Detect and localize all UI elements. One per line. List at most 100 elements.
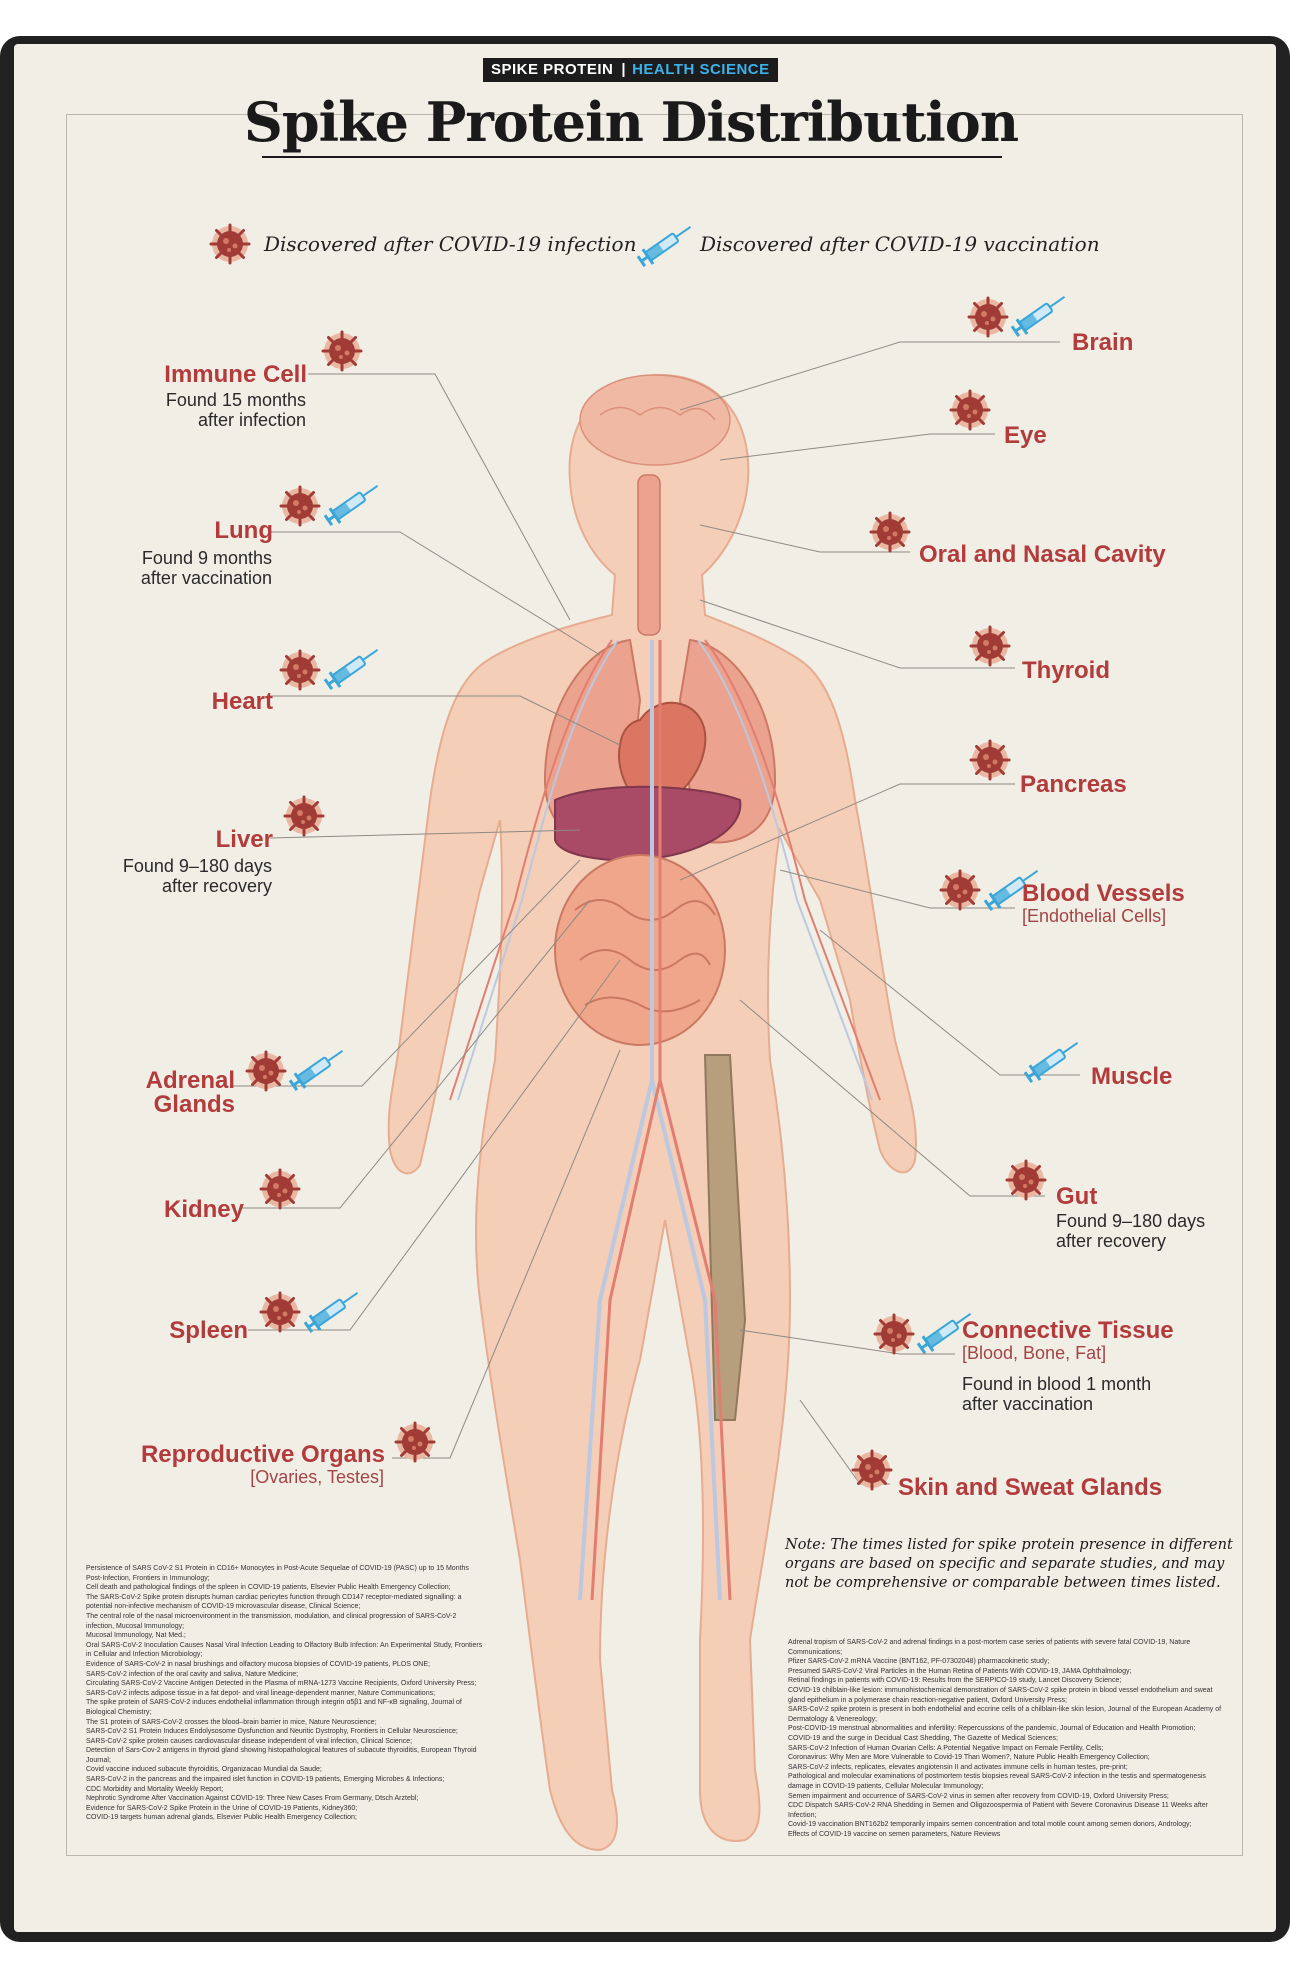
reference-item: Semen impairment and occurrence of SARS-… — [788, 1792, 1169, 1800]
reference-item: Cell death and pathological findings of … — [86, 1584, 451, 1592]
sub-blood-vessels: [Endothelial Cells] — [1022, 906, 1167, 926]
reference-item: Retinal findings in patients with COVID-… — [788, 1677, 1122, 1685]
reference-item: Persistence of SARS CoV-2 S1 Protein in … — [86, 1565, 469, 1582]
reference-item: Post-COVID-19 menstrual abnormalities an… — [788, 1725, 1196, 1733]
kidney-virus-icon — [259, 1168, 301, 1210]
label-skin-sweat-glands: Skin and Sweat Glands — [898, 1474, 1163, 1501]
note-gut-1: Found 9–180 days — [1056, 1211, 1206, 1231]
reference-item: SARS-CoV-2 infects adipose tissue in a f… — [86, 1689, 436, 1697]
spleen-syringe-icon — [301, 1283, 365, 1337]
note-lung-2: after vaccination — [140, 568, 272, 588]
reference-item: Covid vaccine induced subacute thyroidit… — [86, 1766, 322, 1774]
note-immune-1: Found 15 months — [165, 390, 306, 410]
legend-syringe-icon — [634, 217, 698, 271]
reference-item: SARS-CoV-2 spike protein causes cardiova… — [86, 1737, 413, 1745]
tag-separator: | — [619, 58, 629, 82]
reference-item: Evidence of SARS-CoV-2 in nasal brushing… — [86, 1660, 430, 1668]
label-spleen: Spleen — [169, 1317, 248, 1344]
muscle-syringe-icon — [1021, 1033, 1085, 1087]
lung-virus-icon — [279, 485, 321, 527]
reference-item: The central role of the nasal microenvir… — [86, 1612, 457, 1630]
label-lung: Lung — [214, 517, 273, 544]
reference-item: The spike protein of SARS-CoV-2 induces … — [86, 1699, 462, 1716]
reference-item: Covid-19 vaccination BNT162b2 temporaril… — [788, 1821, 1192, 1829]
reference-item: Nephrotic Syndrome After Vaccination Aga… — [86, 1795, 419, 1803]
reference-item: The SARS-CoV-2 Spike protein disrupts hu… — [86, 1593, 462, 1611]
reference-item: SARS-CoV-2 infection of the oral cavity … — [86, 1670, 299, 1678]
reference-item: SARS-CoV-2 S1 Protein Induces Endolysoso… — [86, 1728, 458, 1736]
tag-section: HEALTH SCIENCE — [628, 58, 778, 82]
reference-item: Circulating SARS-CoV-2 Vaccine Antigen D… — [86, 1680, 477, 1688]
reference-item: Pathological and molecular examinations … — [788, 1773, 1206, 1790]
reference-item: SARS-CoV-2 spike protein is present in b… — [788, 1706, 1222, 1723]
note-connective-2: after vaccination — [962, 1394, 1094, 1414]
reference-item: Presumed SARS-CoV-2 Viral Particles in t… — [788, 1667, 1132, 1675]
reference-item: Effects of COVID-19 vaccine on semen par… — [788, 1830, 1001, 1838]
sub-connective-tissue: [Blood, Bone, Fat] — [962, 1343, 1107, 1363]
lung-syringe-icon — [321, 476, 385, 530]
note-lung-1: Found 9 months — [141, 548, 272, 568]
label-thyroid: Thyroid — [1022, 657, 1110, 684]
reference-item: Adrenal tropism of SARS-CoV-2 and adrena… — [788, 1639, 1191, 1656]
heart-virus-icon — [279, 649, 321, 691]
tag-topic: SPIKE PROTEIN — [483, 58, 620, 82]
repro-virus-icon — [394, 1421, 436, 1463]
category-tag: SPIKE PROTEIN|HEALTH SCIENCE — [483, 58, 778, 82]
reference-item: CDC Dispatch SARS-CoV-2 RNA Shedding in … — [788, 1802, 1208, 1819]
reference-item: SARS-CoV-2 Infection of Human Ovarian Ce… — [788, 1744, 1104, 1752]
label-brain: Brain — [1072, 329, 1134, 356]
spleen-virus-icon — [259, 1291, 301, 1333]
label-gut: Gut — [1056, 1183, 1098, 1210]
immune-virus-icon — [321, 330, 363, 372]
eye-virus-icon — [949, 389, 991, 431]
reference-item: The S1 protein of SARS-CoV-2 crosses the… — [86, 1718, 377, 1726]
label-muscle: Muscle — [1091, 1063, 1173, 1090]
brain-virus-icon — [967, 296, 1009, 338]
label-reproductive-organs: Reproductive Organs — [140, 1441, 385, 1468]
references-left: Persistence of SARS CoV-2 S1 Protein in … — [86, 1564, 486, 1823]
reference-item: COVID-19 targets human adrenal glands, E… — [86, 1814, 357, 1822]
title-underline — [262, 156, 1002, 158]
gut-virus-icon — [1005, 1159, 1047, 1201]
page-title: Spike Protein Distribution — [243, 90, 1019, 154]
label-adrenal-2: Glands — [153, 1091, 235, 1118]
label-immune-cell: Immune Cell — [164, 361, 307, 388]
disclaimer-note: Note: The times listed for spike protein… — [785, 1537, 1233, 1591]
references-right: Adrenal tropism of SARS-CoV-2 and adrena… — [788, 1638, 1230, 1839]
label-adrenal-1: Adrenal — [145, 1067, 235, 1094]
oral-virus-icon — [869, 511, 911, 553]
label-liver: Liver — [215, 826, 273, 853]
reference-item: Pfizer SARS-CoV-2 mRNA Vaccine (BNT162, … — [788, 1658, 1050, 1666]
reference-item: SARS-CoV-2 infects, replicates, elevates… — [788, 1763, 1128, 1771]
brain-syringe-icon — [1008, 287, 1072, 341]
sub-reproductive-organs: [Ovaries, Testes] — [250, 1467, 384, 1487]
reference-item: Detection of Sars-Cov-2 antigens in thyr… — [86, 1747, 477, 1764]
reference-item: Oral SARS-CoV-2 Inoculation Causes Nasal… — [86, 1641, 483, 1659]
liver-virus-icon — [283, 795, 325, 837]
skin-virus-icon — [851, 1449, 893, 1491]
reference-item: COVID-19 and the surge in Decidual Cast … — [788, 1734, 1058, 1742]
label-heart: Heart — [211, 688, 273, 715]
label-eye: Eye — [1004, 422, 1047, 449]
note-liver-1: Found 9–180 days — [122, 856, 272, 876]
note-connective-1: Found in blood 1 month — [962, 1374, 1152, 1394]
note-liver-2: after recovery — [161, 876, 272, 896]
reference-item: Coronavirus: Why Men are More Vulnerable… — [788, 1754, 1150, 1762]
heart-syringe-icon — [321, 640, 385, 694]
adrenal-virus-icon — [245, 1050, 287, 1092]
connective-virus-icon — [873, 1313, 915, 1355]
legend-virus-icon — [209, 223, 251, 265]
note-immune-2: after infection — [197, 410, 306, 430]
reference-item: CDC Morbidity and Mortality Weekly Repor… — [86, 1785, 224, 1793]
reference-item: COVID-19 chilblain-like lesion: immunohi… — [788, 1686, 1213, 1704]
label-blood-vessels: Blood Vessels — [1022, 880, 1185, 907]
label-pancreas: Pancreas — [1020, 771, 1127, 798]
legend-vaccination-label: Discovered after COVID-19 vaccination — [700, 232, 1100, 256]
legend-infection-label: Discovered after COVID-19 infection — [264, 232, 637, 256]
pancreas-virus-icon — [969, 739, 1011, 781]
human-body — [387, 373, 917, 1852]
inner-border — [66, 114, 1243, 1856]
reference-item: Evidence for SARS-CoV-2 Spike Protein in… — [86, 1804, 358, 1812]
label-oral-nasal: Oral and Nasal Cavity — [919, 541, 1166, 568]
